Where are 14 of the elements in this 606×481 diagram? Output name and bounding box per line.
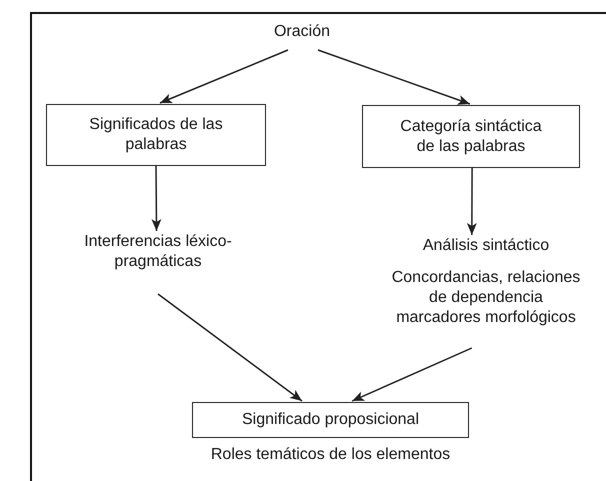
caption-text: Roles temáticos de los elementos [210,446,452,464]
arrow [318,49,470,105]
node-text: Análisis sintáctico [422,236,550,256]
arrow [151,166,162,231]
arrow [160,49,288,104]
process-box: Significado proposicional [192,402,469,438]
node-text: Oración [250,22,354,46]
process-box: Categoría sintáctica de las palabras [362,105,580,168]
arrow [466,168,477,235]
process-box: Significados de las palabras [46,104,266,166]
arrow [352,347,472,402]
arrow [158,293,302,402]
note-text: Concordancias, relaciones de dependencia marcadores morfológicos [390,268,582,328]
node-text: Interferencias léxico-pragmáticas [83,232,233,276]
